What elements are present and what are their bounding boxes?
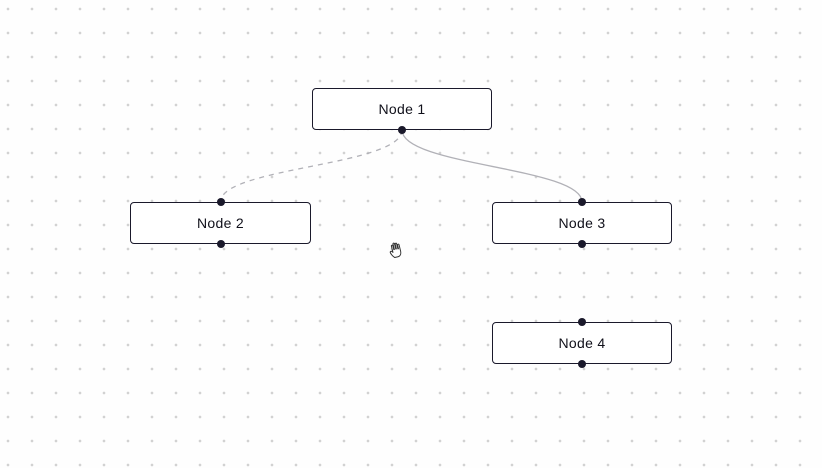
node-1[interactable]: Node 1	[312, 88, 492, 134]
node-4-label: Node 4	[558, 335, 606, 351]
node-1-handle-bottom[interactable]	[398, 126, 406, 134]
edge-node1-node3[interactable]	[401, 129, 583, 203]
node-2-handle-top[interactable]	[216, 198, 225, 206]
node-4-handle-bottom[interactable]	[578, 360, 586, 368]
node-2-label: Node 2	[197, 215, 244, 231]
node-1-label: Node 1	[378, 101, 426, 117]
node-3-handle-bottom[interactable]	[578, 240, 586, 248]
edge-node1-node2[interactable]	[219, 129, 403, 203]
node-3[interactable]: Node 3	[492, 198, 672, 248]
node-4[interactable]: Node 4	[492, 318, 672, 368]
node-2[interactable]: Node 2	[130, 198, 311, 248]
node-2-handle-bottom[interactable]	[216, 240, 225, 248]
node-3-label: Node 3	[558, 215, 606, 231]
node-4-handle-top[interactable]	[578, 318, 586, 326]
node-3-handle-top[interactable]	[578, 198, 586, 206]
